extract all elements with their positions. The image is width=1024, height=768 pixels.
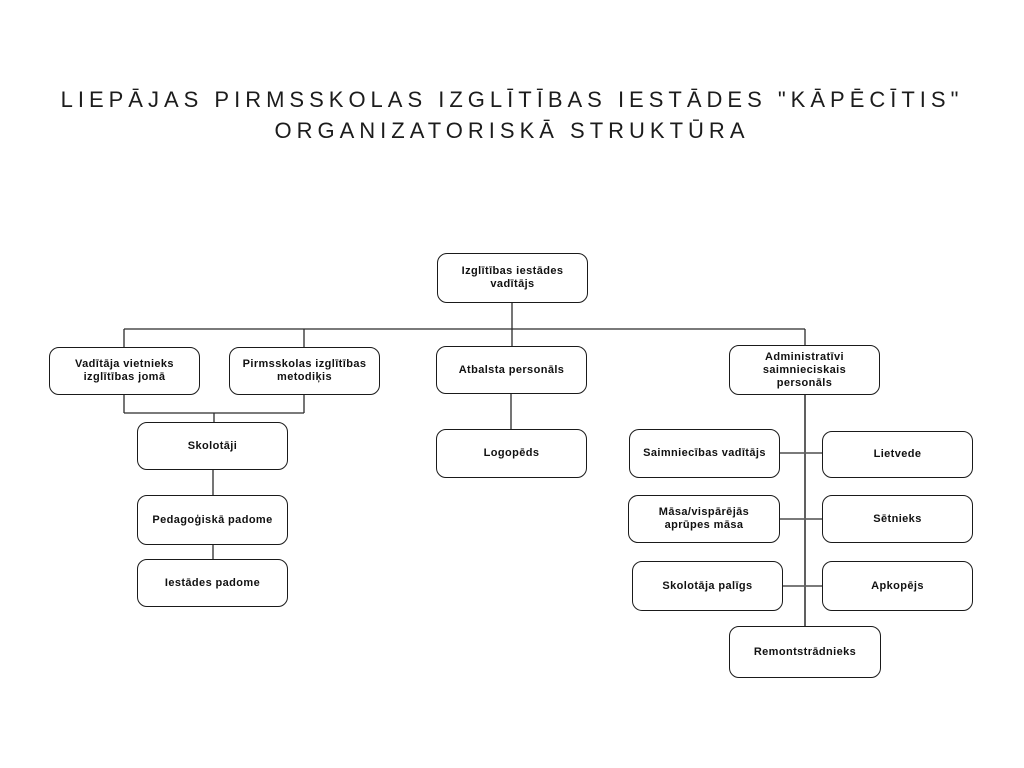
org-node-cleaner: Apkopējs: [822, 561, 973, 611]
org-node-institution-council: Iestādes padome: [137, 559, 288, 607]
org-node-label: Remontstrādnieks: [753, 645, 857, 658]
org-node-label: Skolotāja palīgs: [662, 579, 753, 592]
org-node-deputy-education: Vadītāja vietnieks izglītības jomā: [49, 347, 200, 395]
chart-title-line2: ORGANIZATORISKĀ STRUKTŪRA: [274, 118, 750, 143]
org-node-label: Izglītības iestādes vadītājs: [461, 265, 564, 290]
org-node-director: Izglītības iestādes vadītājs: [437, 253, 588, 303]
org-node-label: Vadītāja vietnieks izglītības jomā: [75, 358, 174, 383]
org-node-label: Apkopējs: [871, 579, 924, 592]
org-node-maintenance-worker: Remontstrādnieks: [729, 626, 881, 678]
org-node-admin-staff: Administratīvi saimnieciskais personāls: [729, 345, 880, 395]
chart-title: LIEPĀJAS PIRMSSKOLAS IZGLĪTĪBAS IESTĀDES…: [0, 84, 1024, 146]
org-node-nurse: Māsa/vispārējās aprūpes māsa: [628, 495, 780, 543]
org-node-yard-keeper: Sētnieks: [822, 495, 973, 543]
org-node-label: Pirmsskolas izglītības metodiķis: [242, 358, 367, 383]
org-node-label: Skolotāji: [187, 439, 238, 452]
org-node-label: Sētnieks: [873, 512, 922, 525]
org-node-methodologist: Pirmsskolas izglītības metodiķis: [229, 347, 380, 395]
org-node-speech-therapist: Logopēds: [436, 429, 587, 478]
org-node-label: Atbalsta personāls: [458, 363, 565, 376]
chart-title-line1: LIEPĀJAS PIRMSSKOLAS IZGLĪTĪBAS IESTĀDES…: [60, 87, 964, 112]
org-node-teacher-assistant: Skolotāja palīgs: [632, 561, 783, 611]
org-node-pedagogical-council: Pedagoģiskā padome: [137, 495, 288, 545]
org-node-facilities-manager: Saimniecības vadītājs: [629, 429, 780, 478]
org-node-records-clerk: Lietvede: [822, 431, 973, 478]
org-node-label: Iestādes padome: [164, 576, 261, 589]
org-node-label: Administratīvi saimnieciskais personāls: [762, 350, 847, 389]
org-node-support-staff: Atbalsta personāls: [436, 346, 587, 394]
org-node-label: Māsa/vispārējās aprūpes māsa: [658, 506, 750, 531]
org-node-label: Saimniecības vadītājs: [643, 447, 766, 459]
org-node-label: Logopēds: [483, 447, 540, 459]
org-node-label: Lietvede: [873, 448, 922, 460]
org-node-label: Pedagoģiskā padome: [152, 513, 273, 526]
org-node-teachers: Skolotāji: [137, 422, 288, 470]
